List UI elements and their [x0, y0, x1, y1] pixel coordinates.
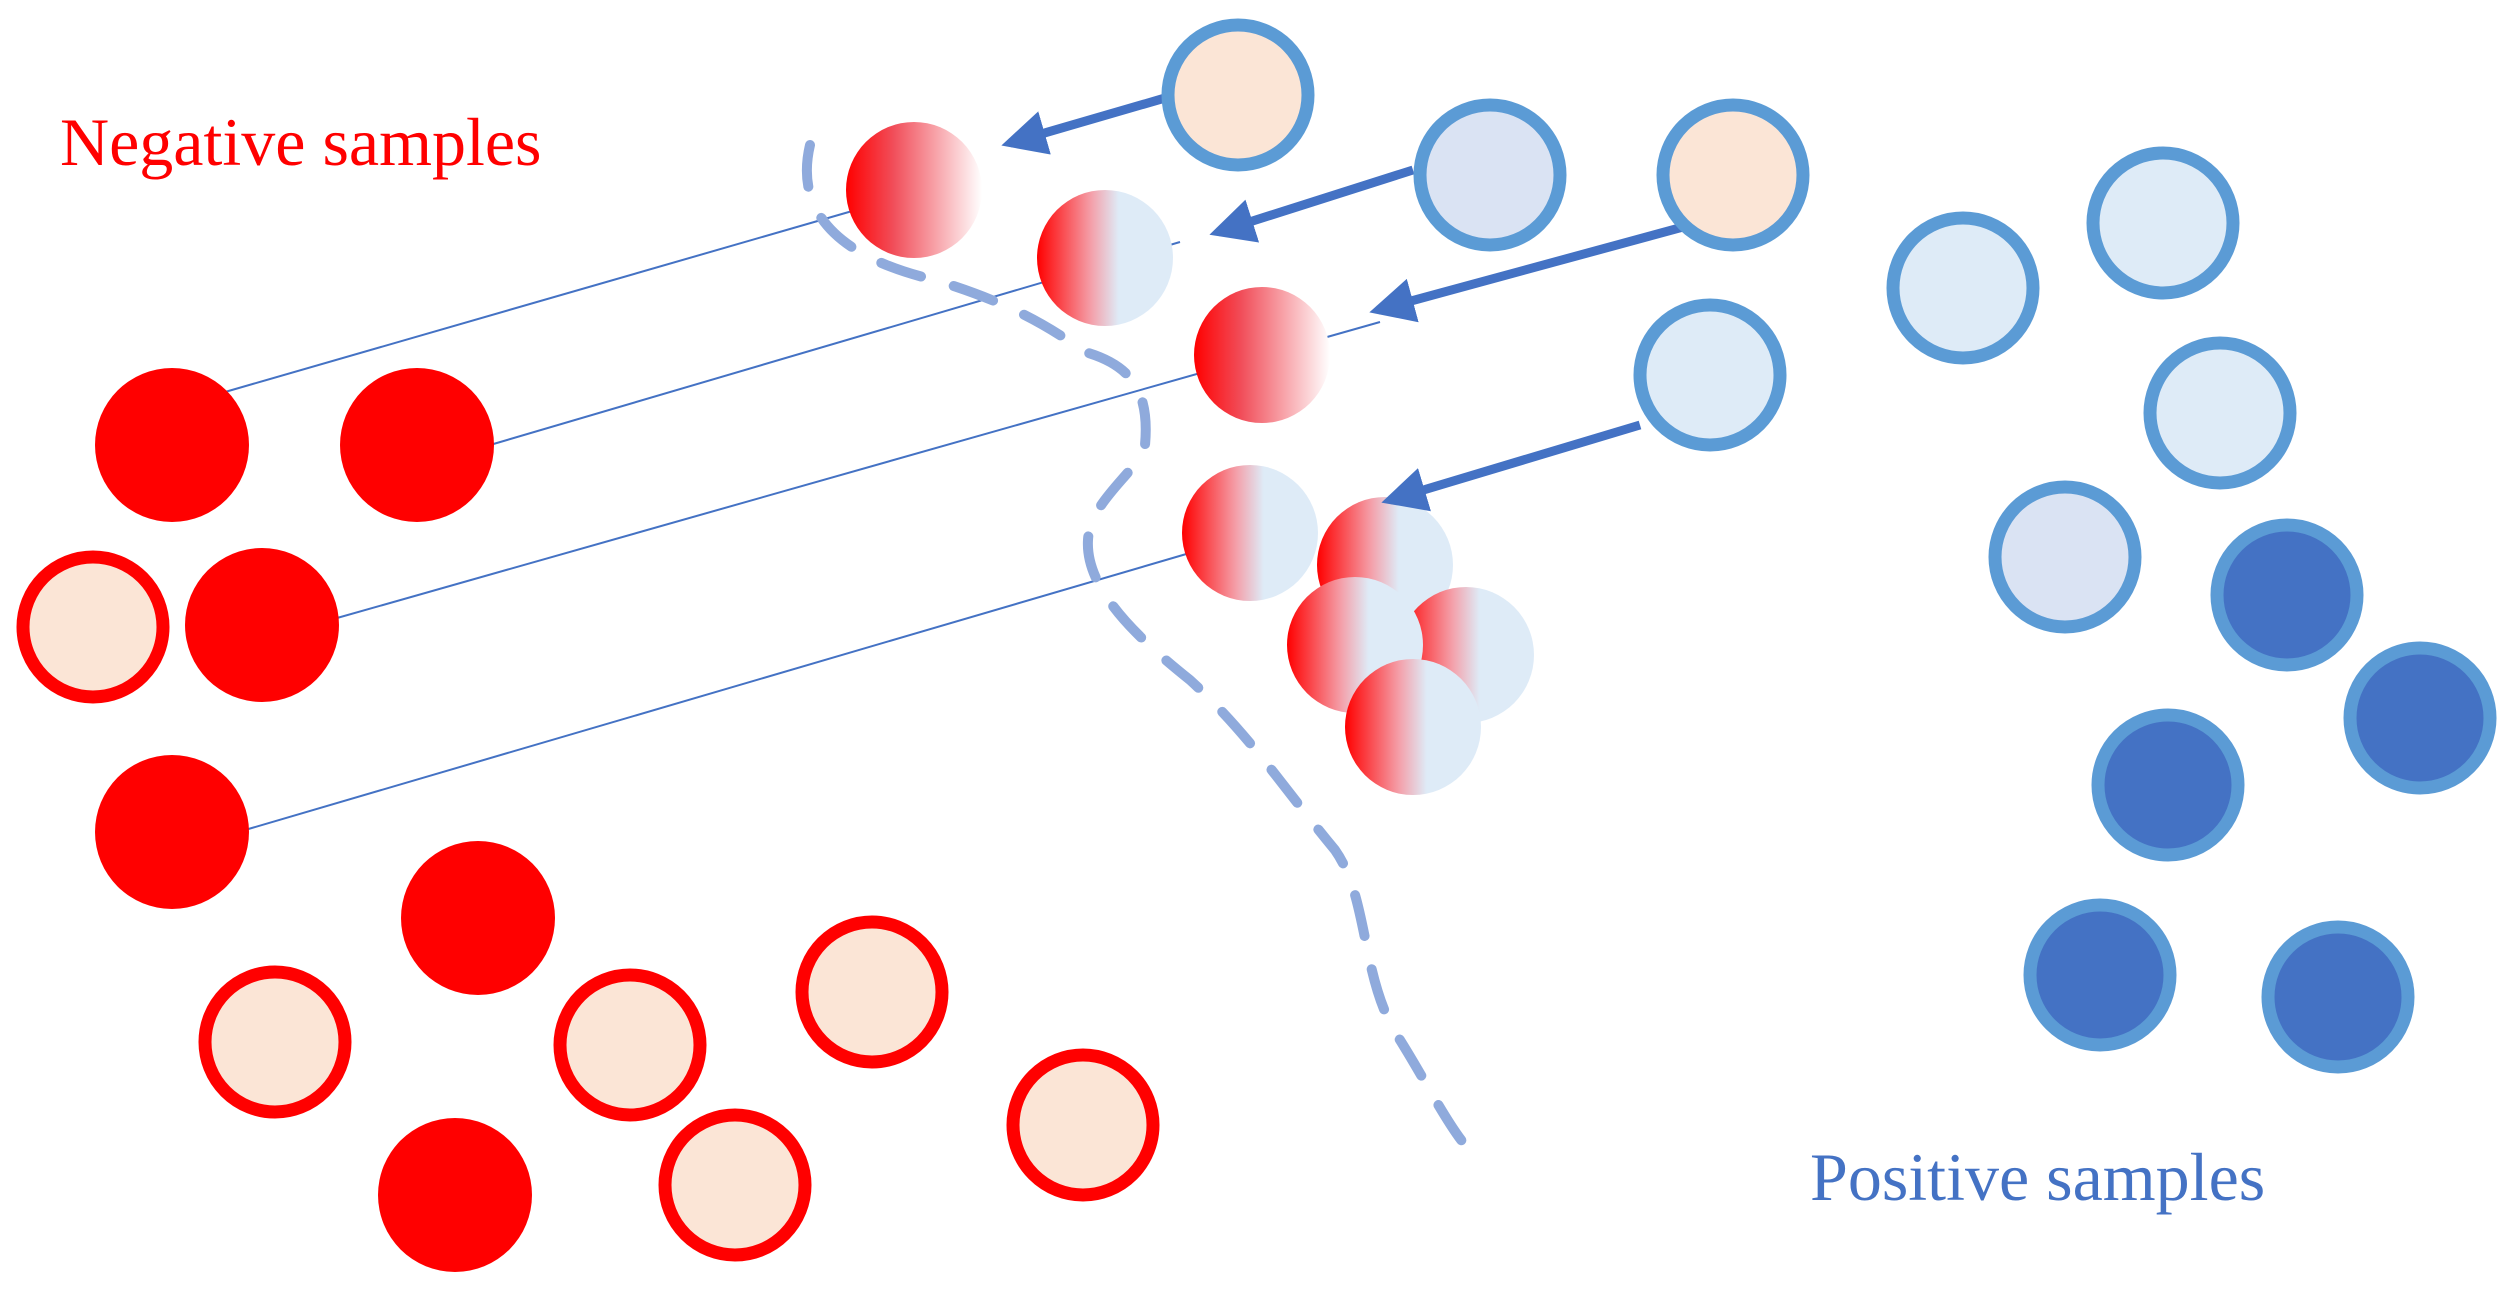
arrow	[1001, 93, 1167, 155]
mixed-sample-red-white	[846, 122, 982, 258]
positive-samples-label: Positive samples	[1810, 1139, 2265, 1215]
positive-sample-light	[1413, 98, 1567, 252]
negative-sample	[185, 548, 339, 702]
negative-sample	[340, 368, 494, 522]
negative-sample	[401, 841, 555, 995]
negative-ring-sample	[553, 968, 707, 1122]
negative-ring-sample	[198, 965, 352, 1119]
mixed-sample-red-white	[1194, 287, 1330, 423]
positive-sample-dark	[2210, 518, 2364, 672]
positive-sample-light	[1988, 480, 2142, 634]
negative-ring-sample	[1006, 1048, 1160, 1202]
mixed-sample-red-blue	[1037, 190, 1173, 326]
positive-sample-orange	[1161, 18, 1315, 172]
connection-line	[244, 549, 1201, 831]
positive-sample-orange	[1656, 98, 1810, 252]
positive-sample-light	[1633, 298, 1787, 452]
arrow	[1209, 165, 1415, 243]
arrow	[1369, 222, 1685, 323]
negative-sample	[95, 755, 249, 909]
positive-sample-dark	[2343, 641, 2497, 795]
mixed-samples	[846, 122, 1534, 795]
negative-ring-sample	[16, 550, 170, 704]
mixed-sample-red-blue	[1345, 659, 1481, 795]
positive-sample-dark	[2023, 898, 2177, 1052]
negative-sample	[95, 368, 249, 522]
mixing-arrows	[1001, 93, 1685, 512]
positive-dark-samples	[2023, 518, 2497, 1074]
positive-sample-dark	[2261, 920, 2415, 1074]
positive-light-samples	[1161, 18, 2297, 634]
negative-ring-sample	[795, 915, 949, 1069]
negative-ring-samples	[16, 550, 1160, 1262]
arrow	[1381, 420, 1642, 512]
mixed-sample-red-blue	[1182, 465, 1318, 601]
negative-samples-label: Negative samples	[60, 104, 542, 180]
negative-ring-sample	[658, 1108, 812, 1262]
negative-sample	[378, 1118, 532, 1272]
positive-sample-light	[1886, 211, 2040, 365]
positive-sample-light	[2143, 336, 2297, 490]
positive-sample-dark	[2091, 708, 2245, 862]
decision-boundary	[801, 140, 1470, 1150]
negative-solid-samples	[95, 368, 555, 1272]
positive-sample-light	[2086, 146, 2240, 300]
connection-line	[224, 202, 881, 393]
